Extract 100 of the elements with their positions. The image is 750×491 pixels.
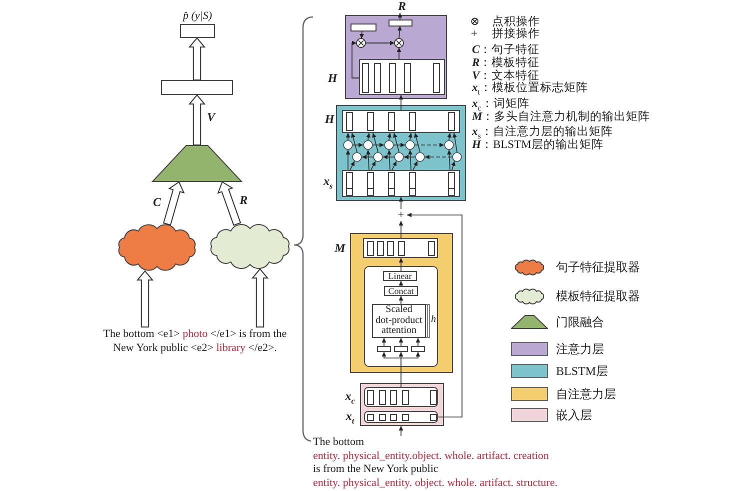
arrow — [398, 196, 404, 210]
notation-text: H：BLSTM层的输出矩阵 — [472, 139, 604, 152]
matrix-label: x$_{t}$ — [344, 410, 356, 426]
plus-sign: + — [395, 209, 407, 221]
arrow — [394, 142, 406, 148]
process-label: Concat — [387, 287, 415, 295]
arrow — [408, 132, 413, 140]
lstm-cell-circle — [405, 140, 415, 150]
matrix-label: H — [326, 72, 338, 86]
trapezoid-shape — [152, 145, 242, 182]
arrow — [362, 154, 374, 160]
arrow — [447, 132, 452, 140]
matrix-label: x$_{s}$ — [322, 175, 334, 191]
arrow — [398, 352, 404, 358]
arrow — [416, 338, 420, 346]
legend-label: 句子特征提取器 — [556, 260, 640, 274]
lstm-cell-circle — [415, 152, 425, 162]
arrow — [387, 132, 392, 140]
output-label: R — [396, 0, 407, 14]
arrow — [382, 338, 386, 346]
process-label: Linear — [387, 272, 413, 280]
lstm-cell-circle — [373, 152, 383, 162]
lstm-cell-circle — [343, 140, 353, 150]
feature-box — [161, 80, 233, 95]
arrow — [370, 160, 376, 170]
arrow — [446, 150, 452, 170]
notation-symbol: + — [471, 28, 478, 41]
notation-text: 拼接操作 — [492, 28, 540, 41]
arrow — [366, 132, 371, 140]
lstm-cell-circle — [384, 140, 394, 150]
legend-label: 自注意力层 — [556, 387, 616, 401]
block-arrow — [217, 181, 242, 226]
block-arrow — [136, 270, 154, 328]
process-label: Scaled dot-product attention — [374, 305, 424, 337]
projection-box — [377, 346, 391, 352]
edge-label: V — [206, 111, 216, 124]
arrow — [404, 154, 416, 160]
input-sentence: The bottom <e1> photo </e1> is from the New York public <e2> library </e2>. — [95, 327, 295, 357]
arrow — [424, 154, 452, 160]
block-arrow — [188, 37, 206, 80]
arrow — [386, 150, 392, 170]
notation-text: M：多头自注意力机制的输出矩阵 — [472, 111, 650, 124]
head-count-label: h — [431, 314, 437, 326]
formula-label: p̂ (y|S) — [182, 10, 213, 23]
arrow — [452, 132, 458, 152]
lstm-cell-circle — [452, 152, 462, 162]
notation-text: V：文本特征 — [472, 70, 540, 82]
legend-label: 嵌入层 — [556, 408, 592, 422]
notation-text: x$_{t}$：模板位置标志矩阵 — [472, 82, 588, 98]
notation-text: C：句子特征 — [472, 44, 540, 56]
arrow — [408, 150, 412, 170]
arrow — [398, 338, 404, 346]
arrow — [398, 280, 404, 286]
matrix-label: H — [324, 113, 336, 127]
edge-label: C — [152, 196, 162, 209]
matrix-label: x$_{c}$ — [344, 390, 356, 406]
arrow — [398, 220, 404, 238]
matrix-label: M — [334, 242, 346, 256]
legend-label: 模板特征提取器 — [556, 289, 640, 303]
arrow — [372, 142, 384, 148]
arrow — [372, 132, 378, 152]
lstm-cell-circle — [352, 152, 362, 162]
block-arrow — [251, 268, 269, 328]
arrow — [352, 142, 364, 148]
process-box — [383, 271, 417, 281]
arrow — [414, 142, 444, 148]
lstm-cell-circle — [363, 140, 373, 150]
notation-symbol: ⊗ — [470, 16, 480, 29]
arrow — [398, 426, 404, 436]
block-arrow — [162, 181, 185, 226]
arrow — [398, 258, 404, 272]
arrow — [392, 160, 397, 170]
multi-head-attention-block — [364, 266, 438, 367]
arrow — [398, 296, 404, 304]
process-box — [384, 286, 418, 296]
arrow — [400, 352, 420, 358]
arrow — [350, 160, 355, 170]
arrow — [346, 132, 350, 140]
arrow — [412, 160, 418, 170]
lstm-cell-circle — [444, 140, 454, 150]
arrow — [366, 150, 370, 170]
projection-box — [394, 346, 408, 352]
arrow — [392, 132, 400, 152]
legend-label: BLSTM层 — [556, 364, 608, 378]
block-arrow — [188, 94, 206, 146]
arrow — [406, 212, 462, 418]
projection-box — [411, 346, 425, 352]
input-sentence: The bottom entity. physical_entity.object. whole. artifact. creation is from the New York public entity. physical_entity. object. whole. artifact. structure. — [313, 436, 603, 490]
lstm-cell-circle — [394, 152, 404, 162]
arrow — [398, 94, 404, 110]
legend-label: 门限融合 — [556, 315, 604, 329]
arrow — [382, 352, 402, 358]
notation-text: 点积操作 — [492, 16, 540, 28]
arrow — [350, 132, 358, 152]
arrow — [382, 154, 394, 160]
arrow — [451, 160, 456, 170]
legend-label: 注意力层 — [556, 342, 604, 356]
edge-label: R — [238, 194, 249, 207]
arrow — [414, 132, 420, 152]
notation-text: R：模板特征 — [472, 57, 540, 70]
